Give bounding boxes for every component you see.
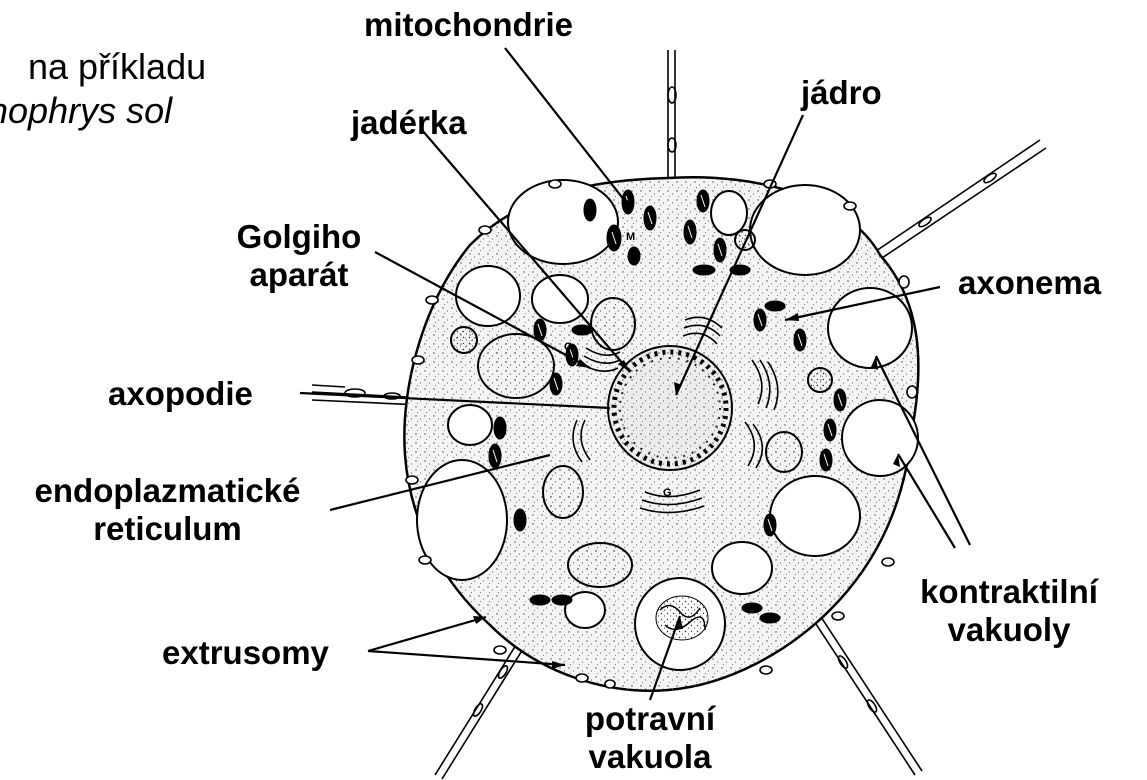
label-jadro: jádro xyxy=(801,74,882,112)
label-axonema: axonema xyxy=(958,264,1101,302)
label-endoplazmaticke-reticulum: endoplazmatické reticulum xyxy=(5,472,330,548)
page-title: na příkladu nophrys sol xyxy=(0,45,288,133)
label-potravni-line-2: vakuola xyxy=(530,738,770,776)
vacuole xyxy=(456,266,520,326)
vacuole xyxy=(711,191,747,235)
vacuole xyxy=(750,185,860,275)
label-axopodie: axopodie xyxy=(108,375,253,413)
title-line-2-italic: nophrys sol xyxy=(0,90,172,131)
label-er-line-1: endoplazmatické xyxy=(5,472,330,510)
vacuole xyxy=(770,476,860,556)
label-kontraktilni-line-2: vakuoly xyxy=(884,611,1134,649)
label-jaderka: jadérka xyxy=(351,104,467,142)
leader-extrusomy-1 xyxy=(368,617,486,651)
title-line-2: nophrys sol xyxy=(0,89,288,133)
vacuole xyxy=(712,542,772,594)
label-potravni-vakuola: potravní vakuola xyxy=(530,700,770,776)
vacuole xyxy=(828,288,912,368)
vacuole xyxy=(508,180,618,264)
label-er-line-2: reticulum xyxy=(5,510,330,548)
vacuole xyxy=(842,400,918,476)
vacuole xyxy=(448,405,492,445)
title-line-1: na příkladu xyxy=(0,45,288,89)
label-golgi-line-2: aparát xyxy=(214,256,384,294)
label-golgi-line-1: Golgiho xyxy=(214,218,384,256)
leader-kontraktilni-2 xyxy=(898,454,955,548)
golgi-mark-2: G xyxy=(663,487,672,499)
label-kontraktilni-vakuoly: kontraktilní vakuoly xyxy=(884,573,1134,649)
label-kontraktilni-line-1: kontraktilní xyxy=(884,573,1134,611)
mito-mark: M xyxy=(626,231,635,243)
vacuole xyxy=(532,275,588,323)
label-mitochondrie: mitochondrie xyxy=(364,6,573,44)
label-potravni-line-1: potravní xyxy=(530,700,770,738)
label-golgi: Golgiho aparát xyxy=(214,218,384,294)
label-extrusomy: extrusomy xyxy=(162,634,329,672)
golgi-mark: G xyxy=(564,341,573,353)
nucleus xyxy=(608,346,732,470)
